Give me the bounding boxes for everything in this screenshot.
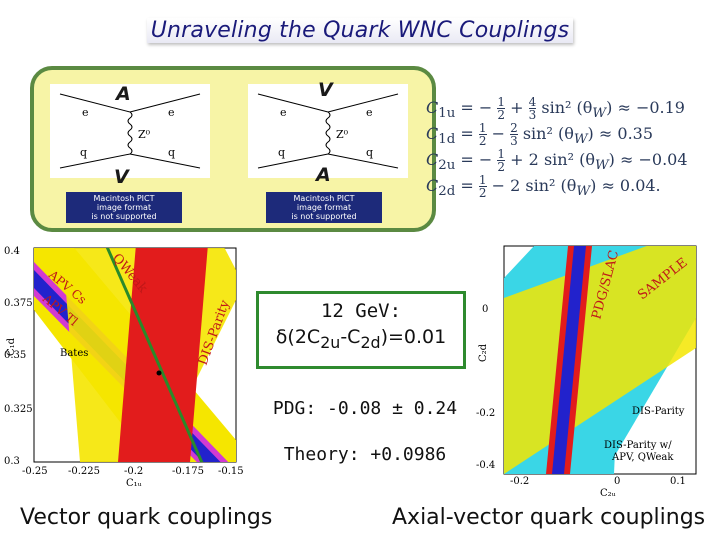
bates-label: Bates [60, 348, 88, 359]
x-axis-label: C₁ᵤ [126, 478, 142, 489]
y-tick: 0.4 [4, 246, 20, 257]
theory-value: Theory: +0.0986 [283, 444, 447, 465]
y-tick: 0.325 [4, 404, 33, 415]
slide-title: Unraveling the Quark WNC Couplings [0, 18, 720, 43]
quark-line-out [327, 153, 399, 169]
pict-placeholder-left: Macintosh PICT image format is not suppo… [66, 192, 182, 223]
y-tick: 0 [482, 304, 488, 315]
x-tick: -0.175 [172, 466, 204, 477]
bates-band [118, 248, 208, 462]
x-tick: -0.2 [510, 476, 529, 487]
e-right-label: e [168, 106, 175, 119]
box-line-2: δ(2C2u-C2d)=0.01 [275, 326, 447, 352]
quark-line-in [257, 153, 329, 169]
x-tick: 0.1 [670, 476, 686, 487]
standard-model-point [156, 370, 162, 376]
electron-line-in [257, 93, 329, 113]
y-tick: 0.375 [4, 298, 33, 309]
quark-line-out [129, 153, 201, 169]
y-axis-label: C₁d [6, 337, 17, 356]
right-bottom-coupling: A [316, 164, 331, 186]
x-tick: -0.25 [22, 466, 48, 477]
left-top-coupling: A [116, 83, 131, 105]
x-tick: -0.2 [124, 466, 143, 477]
z-boson-propagator [325, 111, 331, 155]
dis-parity-w-label: DIS-Parity w/ [604, 440, 672, 451]
axial-coupling-plot: 0 -0.2 -0.4 -0.2 0 0.1 C₂ᵤ C₂d PDG/SLAC … [476, 245, 697, 499]
y-tick: -0.4 [476, 460, 495, 471]
electron-line-out [327, 93, 399, 113]
dis-parity-label: DIS-Parity [632, 406, 685, 417]
caption-axial: Axial-vector quark couplings [392, 505, 706, 530]
apv-qweak-label: APV, QWeak [611, 452, 674, 463]
caption-vector: Vector quark couplings [20, 505, 273, 530]
y-axis-label: C₂d [478, 343, 489, 362]
pdg-value: PDG: -0.08 ± 0.24 [272, 398, 458, 419]
e-left-label: e [82, 106, 89, 119]
x-tick: -0.15 [218, 466, 244, 477]
boson-label: Z⁰ [336, 128, 349, 141]
z-boson-propagator [127, 111, 133, 155]
e-left-label: e [280, 106, 287, 119]
quark-line-in [59, 153, 131, 169]
right-top-coupling: V [318, 79, 333, 101]
feynman-diagram-right: e e Z⁰ q q [248, 84, 408, 178]
q-left-label: q [80, 146, 87, 159]
q-left-label: q [278, 146, 285, 159]
x-axis-label: C₂ᵤ [600, 488, 616, 499]
x-tick: 0 [614, 476, 620, 487]
electron-line-out [129, 93, 201, 113]
12gev-constraint-box: 12 GeV: δ(2C2u-C2d)=0.01 [256, 291, 466, 369]
y-tick: 0.3 [4, 456, 20, 467]
blue-band [552, 246, 586, 474]
q-right-label: q [366, 146, 373, 159]
q-right-label: q [168, 146, 175, 159]
vector-coupling-plot: 0.4 0.375 0.35 0.325 0.3 -0.25 -0.225 -0… [4, 246, 244, 489]
e-right-label: e [366, 106, 373, 119]
y-tick: 0.35 [4, 350, 26, 361]
left-bottom-coupling: V [114, 166, 129, 188]
pict-placeholder-right: Macintosh PICT image format is not suppo… [266, 192, 382, 223]
feynman-diagram-left: e e Z⁰ q q [50, 84, 210, 178]
y-tick: -0.2 [476, 408, 495, 419]
boson-label: Z⁰ [138, 128, 151, 141]
x-tick: -0.225 [68, 466, 100, 477]
electron-line-in [59, 93, 131, 113]
box-line-1: 12 GeV: [320, 300, 402, 322]
qweak-band [105, 248, 204, 462]
